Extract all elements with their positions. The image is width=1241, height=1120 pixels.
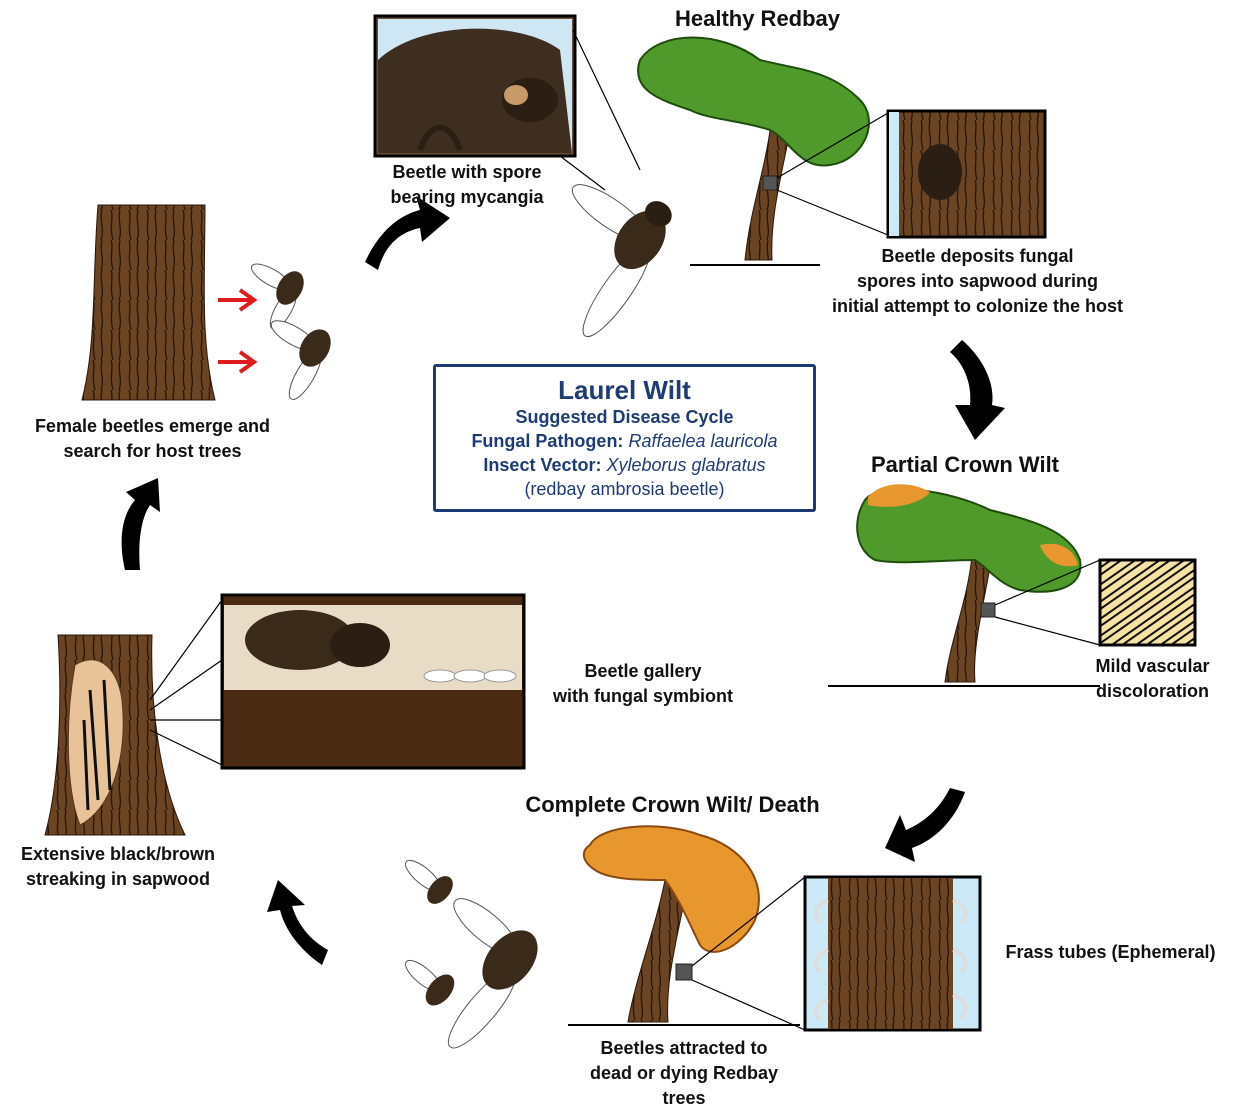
cycle-arrow-2	[950, 340, 1005, 440]
complete-wilt-title: Complete Crown Wilt/ Death	[525, 792, 820, 817]
healthy-redbay-title: Healthy Redbay	[674, 6, 841, 31]
partial-wilt-tree	[828, 484, 1100, 687]
disease-cycle-info-box: Laurel Wilt Suggested Disease Cycle Fung…	[433, 364, 816, 512]
diagram-subtitle: Suggested Disease Cycle	[515, 407, 734, 427]
caption-line: Extensive black/brown	[20, 844, 216, 864]
healthy-note: Beetle deposits fungal spores into sapwo…	[800, 244, 1155, 319]
cycle-arrow-5	[121, 478, 160, 570]
common-name: (redbay ambrosia beetle)	[524, 479, 725, 499]
caption-line: bearing mycangia	[390, 187, 544, 207]
note-line: discoloration	[1095, 681, 1209, 701]
caption-line: trees	[662, 1088, 706, 1108]
vector-name: Xyleborus glabratus	[606, 455, 766, 475]
caption-line: Female beetles emerge and	[34, 416, 271, 436]
flying-beetle	[571, 184, 672, 338]
vector-line: Insect Vector: Xyleborus glabratus	[436, 453, 813, 477]
caption-line: streaking in sapwood	[25, 869, 211, 889]
beetle-gallery-panel	[220, 593, 526, 770]
emerge-caption: Female beetles emerge and search for hos…	[10, 414, 295, 464]
caption-line: Beetle gallery	[584, 661, 702, 681]
callout-line	[572, 29, 641, 171]
note-line: spores into sapwood during	[856, 271, 1098, 291]
vector-label: Insect Vector:	[483, 455, 602, 475]
vascular-discoloration-panel	[1098, 558, 1197, 647]
emerge-trunk	[81, 204, 216, 401]
emerging-beetles	[250, 263, 331, 400]
streaked-trunk	[44, 634, 186, 836]
callout-line	[559, 155, 606, 191]
partial-wilt-title: Partial Crown Wilt	[870, 452, 1060, 477]
gallery-caption: Beetle gallery with fungal symbiont	[532, 659, 754, 709]
caption-line: with fungal symbiont	[553, 686, 733, 706]
note-line: Mild vascular	[1095, 656, 1210, 676]
healthy-redbay-tree	[637, 36, 870, 266]
beetle-closeup-caption: Beetle with spore bearing mycangia	[362, 160, 572, 210]
pathogen-line: Fungal Pathogen: Raffaelea lauricola	[436, 429, 813, 453]
frass-tubes-panel	[803, 875, 982, 1032]
diagram-title: Laurel Wilt	[558, 375, 691, 405]
attracted-beetles	[405, 859, 538, 1049]
note-line: Beetle deposits fungal	[881, 246, 1074, 266]
pathogen-name: Raffaelea lauricola	[628, 431, 778, 451]
beetle-closeup-panel	[373, 14, 577, 158]
frass-tubes-caption: Frass tubes (Ephemeral)	[1005, 942, 1216, 962]
cycle-arrows	[121, 196, 1005, 965]
pathogen-label: Fungal Pathogen:	[471, 431, 624, 451]
partial-wilt-note: Mild vascular discoloration	[1075, 654, 1230, 704]
caption-line: Beetle with spore	[392, 162, 542, 182]
dead-redbay-tree	[568, 825, 800, 1026]
cycle-arrow-1	[365, 196, 450, 270]
streaking-caption: Extensive black/brown streaking in sapwo…	[0, 842, 236, 892]
emerge-red-arrows	[218, 288, 258, 374]
caption-line: Beetles attracted to	[600, 1038, 768, 1058]
note-line: initial attempt to colonize the host	[831, 296, 1123, 316]
cycle-arrow-3	[885, 788, 965, 862]
attracted-caption: Beetles attracted to dead or dying Redba…	[568, 1036, 800, 1111]
cycle-arrow-4	[267, 880, 328, 965]
caption-line: dead or dying Redbay	[589, 1063, 779, 1083]
sapwood-closeup-panel	[886, 109, 1047, 239]
caption-line: search for host trees	[63, 441, 242, 461]
